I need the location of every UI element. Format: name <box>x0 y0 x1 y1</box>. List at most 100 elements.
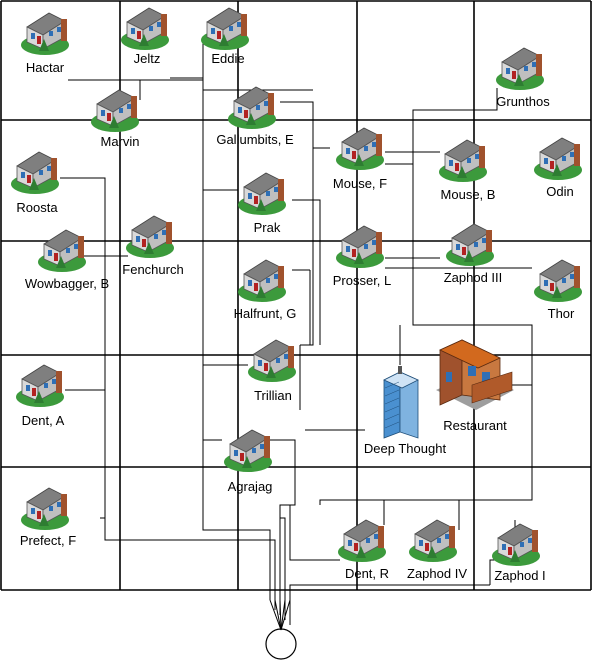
house-label: Zaphod I <box>494 568 545 583</box>
house-icon <box>337 519 387 563</box>
connection-wire <box>289 505 340 561</box>
hub-wire <box>280 599 291 631</box>
house-label: Zaphod IV <box>407 566 467 581</box>
house-label: Hactar <box>26 60 65 75</box>
hub-wire <box>274 599 282 631</box>
house-icon <box>335 225 385 269</box>
house-label: Agrajag <box>228 479 273 494</box>
hub-wire <box>280 599 286 631</box>
restaurant-node: Restaurant <box>436 339 514 433</box>
house-label: Prosser, L <box>333 273 392 288</box>
house-node-dent-r: Dent, R <box>337 519 389 581</box>
house-icon <box>10 151 60 195</box>
house-node-prak: Prak <box>237 172 287 235</box>
house-icon <box>37 229 87 273</box>
house-node-agrajag: Agrajag <box>223 429 273 494</box>
house-icon <box>200 7 250 51</box>
house-node-fenchurch: Fenchurch <box>122 215 184 277</box>
house-label: Gallumbits, E <box>216 132 294 147</box>
house-node-wowbagger: Wowbagger, B <box>25 229 109 291</box>
house-label: Wowbagger, B <box>25 276 109 291</box>
house-icon <box>227 86 277 130</box>
house-label: Dent, R <box>345 566 389 581</box>
house-label: Mouse, B <box>441 187 496 202</box>
house-node-gallumbits: Gallumbits, E <box>216 86 294 147</box>
house-node-mouse-f: Mouse, F <box>333 127 387 191</box>
connection-wire <box>292 199 321 345</box>
house-label: Marvin <box>100 134 139 149</box>
house-icon <box>90 89 140 133</box>
house-label: Roosta <box>16 200 58 215</box>
house-icon <box>120 7 170 51</box>
house-node-eddie: Eddie <box>200 7 250 66</box>
house-icon <box>20 487 70 531</box>
deep-thought-label: Deep Thought <box>364 441 447 456</box>
connection-wire <box>385 88 498 165</box>
connection-wires <box>60 40 533 625</box>
house-node-thor: Thor <box>533 259 583 321</box>
restaurant-building-icon <box>436 339 514 410</box>
connection-wire <box>289 584 490 625</box>
hub-wire <box>269 599 282 631</box>
house-node-hactar: Hactar <box>20 12 70 75</box>
house-icon <box>445 223 495 267</box>
house-label: Thor <box>548 306 575 321</box>
connection-wire <box>270 439 296 615</box>
house-node-marvin: Marvin <box>90 89 140 149</box>
house-node-zaphod-i: Zaphod I <box>491 523 546 583</box>
hub-circle <box>265 628 297 660</box>
house-label: Dent, A <box>22 413 65 428</box>
house-icon <box>438 139 488 183</box>
hub-wire <box>279 599 282 631</box>
house-label: Prefect, F <box>20 533 76 548</box>
house-label: Fenchurch <box>122 262 183 277</box>
house-node-zaphod-iv: Zaphod IV <box>407 519 467 581</box>
house-icon <box>495 47 545 91</box>
house-label: Trillian <box>254 388 292 403</box>
house-node-odin: Odin <box>533 137 583 199</box>
house-node-mouse-b: Mouse, B <box>438 139 496 202</box>
house-icon <box>223 429 273 473</box>
house-label: Zaphod III <box>444 270 503 285</box>
house-icon <box>335 127 385 171</box>
connection-wire <box>459 465 533 501</box>
house-node-jeltz: Jeltz <box>120 7 170 66</box>
house-node-zaphod-iii: Zaphod III <box>444 223 503 285</box>
connection-wire <box>319 499 385 525</box>
house-node-trillian: Trillian <box>247 339 297 403</box>
house-node-prosser: Prosser, L <box>333 225 392 288</box>
house-icon <box>533 137 583 181</box>
house-icon <box>247 339 297 383</box>
house-label: Eddie <box>211 51 244 66</box>
house-icon <box>15 364 65 408</box>
hub-node <box>265 599 297 660</box>
house-icon <box>125 215 175 259</box>
office-tower-icon <box>383 366 419 439</box>
house-node-grunthos: Grunthos <box>495 47 550 109</box>
house-label: Prak <box>254 220 281 235</box>
connection-wire <box>280 517 286 620</box>
house-node-dent-a: Dent, A <box>15 364 65 428</box>
house-icon <box>408 519 458 563</box>
connection-wire <box>202 40 271 600</box>
house-label: Odin <box>546 184 573 199</box>
house-icon <box>237 259 287 303</box>
restaurant-label: Restaurant <box>443 418 507 433</box>
house-icon <box>20 12 70 56</box>
house-label: Mouse, F <box>333 176 387 191</box>
grid-lines <box>0 0 592 591</box>
house-node-roosta: Roosta <box>10 151 60 215</box>
connection-wire <box>412 164 533 465</box>
house-node-halfrunt: Halfrunt, G <box>234 259 297 321</box>
house-icon <box>533 259 583 303</box>
house-label: Halfrunt, G <box>234 306 297 321</box>
house-label: Jeltz <box>134 51 161 66</box>
house-label: Grunthos <box>496 94 550 109</box>
connection-wire <box>60 177 276 610</box>
connection-wire <box>280 101 314 346</box>
house-icon <box>491 523 541 567</box>
house-icon <box>237 172 287 216</box>
